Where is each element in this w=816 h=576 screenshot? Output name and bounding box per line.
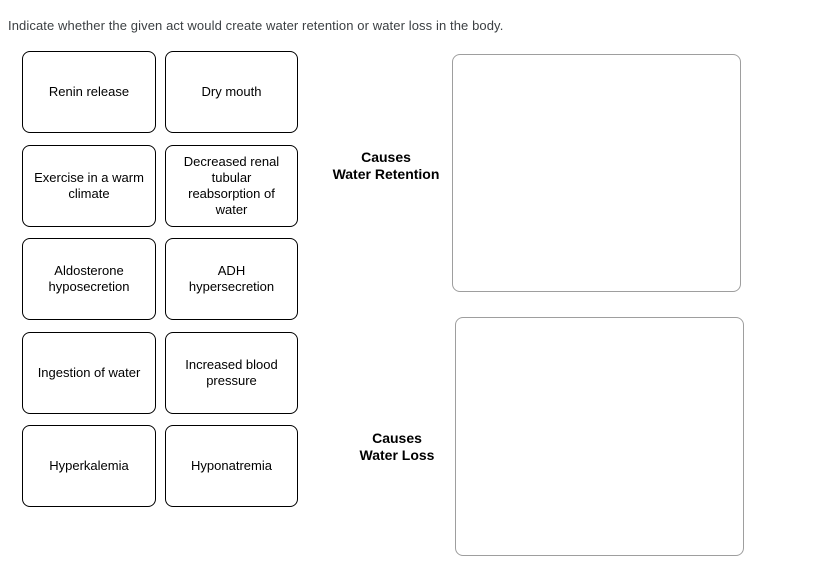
draggable-card-hyperkalemia[interactable]: Hyperkalemia xyxy=(22,425,156,507)
draggable-card-exercise-warm-climate[interactable]: Exercise in a warm climate xyxy=(22,144,156,227)
draggable-card-renin-release[interactable]: Renin release xyxy=(22,51,156,133)
draggable-card-adh-hypersecretion[interactable]: ADH hypersecretion xyxy=(165,238,298,320)
card-label: Dry mouth xyxy=(201,84,262,99)
card-label: Hyperkalemia xyxy=(49,458,129,473)
water-retention-dropzone[interactable] xyxy=(452,54,741,292)
water-retention-label: Causes Water Retention xyxy=(322,149,450,183)
draggable-card-decreased-renal-reabsorption[interactable]: Decreased renal tubular reabsorption of … xyxy=(165,144,298,227)
card-label: ADH hypersecretion xyxy=(188,263,275,294)
water-loss-label: Causes Water Loss xyxy=(333,430,461,464)
card-label: Renin release xyxy=(48,84,130,99)
card-label: Decreased renal tubular reabsorption of … xyxy=(183,153,280,217)
water-loss-label-line2: Water Loss xyxy=(359,447,435,463)
water-loss-dropzone[interactable] xyxy=(455,317,744,556)
card-label: Ingestion of water xyxy=(37,364,141,380)
water-retention-label-line1: Causes xyxy=(361,149,411,165)
draggable-card-increased-blood-pressure[interactable]: Increased blood pressure xyxy=(165,331,298,414)
water-retention-label-line2: Water Retention xyxy=(332,166,440,182)
water-loss-label-line1: Causes xyxy=(372,430,422,446)
draggable-card-aldosterone-hyposecretion[interactable]: Aldosterone hyposecretion xyxy=(22,238,156,320)
card-grid: Renin release Dry mouth Exercise in a wa… xyxy=(22,51,298,507)
draggable-card-hyponatremia[interactable]: Hyponatremia xyxy=(165,425,298,507)
card-label: Exercise in a warm climate xyxy=(34,169,144,201)
draggable-card-dry-mouth[interactable]: Dry mouth xyxy=(165,51,298,133)
card-label: Hyponatremia xyxy=(191,458,272,473)
card-label: Aldosterone hyposecretion xyxy=(48,263,130,294)
draggable-card-ingestion-of-water[interactable]: Ingestion of water xyxy=(22,331,156,414)
card-label: Increased blood pressure xyxy=(185,356,278,388)
instruction-text: Indicate whether the given act would cre… xyxy=(8,18,504,33)
